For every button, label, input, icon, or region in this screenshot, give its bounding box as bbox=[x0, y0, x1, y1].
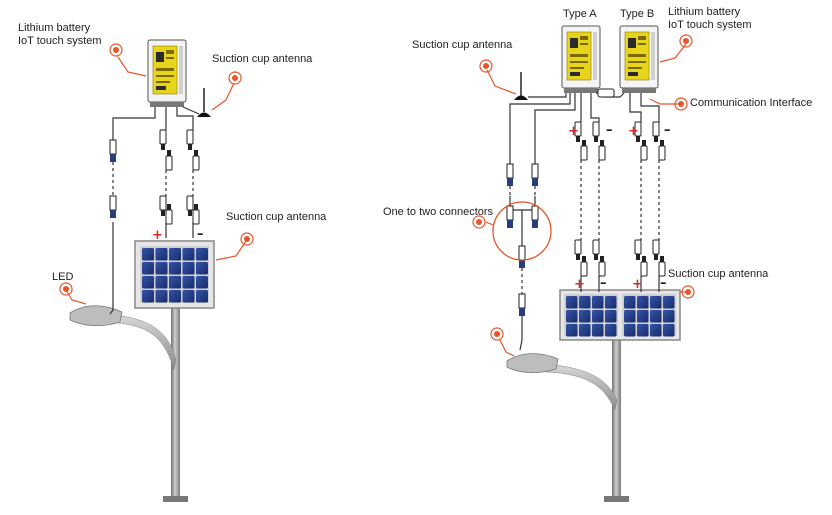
right-dashed-links bbox=[509, 160, 660, 294]
left-controller bbox=[147, 39, 187, 108]
communication-interface-plug bbox=[597, 88, 615, 98]
left-solar-cell bbox=[169, 262, 181, 275]
left-led-callout-icon bbox=[59, 282, 73, 296]
right-b-solar-cell bbox=[650, 310, 662, 323]
left-lithium-label-line2: IoT touch system bbox=[18, 35, 102, 47]
left-solar-cell bbox=[182, 290, 195, 303]
right-b-solar-cell bbox=[624, 310, 636, 323]
right-a-solar-cell bbox=[566, 310, 578, 323]
left-connectors bbox=[109, 129, 200, 225]
left-system bbox=[59, 39, 254, 502]
right-b-solar-cell bbox=[637, 324, 649, 337]
left-wiring bbox=[109, 107, 194, 315]
type-a-label: Type A bbox=[563, 8, 597, 20]
left-solar-cell bbox=[182, 276, 195, 289]
left-callouts bbox=[65, 56, 247, 305]
left-antenna-label: Suction cup antenna bbox=[212, 53, 313, 65]
right-callouts bbox=[486, 43, 688, 357]
right-led-callout-icon bbox=[490, 327, 504, 341]
left-solar-cell bbox=[182, 248, 195, 261]
left-solar-cell bbox=[142, 248, 154, 261]
left-solar-cell bbox=[196, 290, 208, 303]
right-a-solar-cell bbox=[566, 324, 578, 337]
right-a-solar-cell bbox=[566, 296, 578, 309]
right-lithium-callout-icon bbox=[679, 34, 693, 48]
right-b-solar-cell bbox=[663, 324, 675, 337]
type-a-controller bbox=[561, 25, 601, 94]
left-led-label: LED bbox=[52, 271, 74, 283]
left-solar-cell bbox=[196, 276, 208, 289]
led-lamp-head bbox=[69, 305, 123, 326]
left-solar-cell bbox=[155, 276, 168, 289]
right-plus-sign-top-b: + bbox=[628, 124, 639, 139]
left-solar-panel bbox=[134, 240, 215, 309]
right-a-solar-cell bbox=[605, 324, 617, 337]
left-antenna-callout-icon bbox=[228, 71, 242, 85]
type-b-label: Type B bbox=[620, 8, 655, 20]
left-antenna-icon bbox=[182, 88, 211, 117]
right-b-solar-cell bbox=[650, 324, 662, 337]
right-minus-sign-bottom-a: – bbox=[600, 276, 607, 291]
left-solar-cell bbox=[142, 262, 154, 275]
right-a-solar-cell bbox=[592, 310, 604, 323]
left-lithium-label-line1: Lithium battery bbox=[18, 22, 91, 34]
communication-interface-label: Communication Interface bbox=[690, 97, 813, 109]
type-b-controller bbox=[619, 25, 659, 94]
right-b-solar-cell bbox=[637, 310, 649, 323]
right-b-solar-cell bbox=[637, 296, 649, 309]
left-solar-cell bbox=[155, 262, 168, 275]
left-solar-cell bbox=[155, 248, 168, 261]
left-plus-sign: + bbox=[152, 228, 163, 243]
right-a-solar-cell bbox=[579, 310, 591, 323]
left-panel-label: Suction cup antenna bbox=[226, 211, 327, 223]
right-system bbox=[472, 25, 695, 502]
right-connectors bbox=[506, 88, 666, 317]
left-solar-cell bbox=[196, 262, 208, 275]
left-minus-sign: – bbox=[197, 227, 204, 242]
right-antenna-callout-icon bbox=[479, 59, 493, 73]
left-solar-cell bbox=[169, 290, 181, 303]
left-solar-cell bbox=[142, 276, 154, 289]
left-lithium-callout-icon bbox=[109, 43, 123, 57]
right-minus-sign-top-b: – bbox=[664, 123, 671, 138]
right-a-solar-cell bbox=[605, 296, 617, 309]
left-solar-cell bbox=[169, 276, 181, 289]
left-pole bbox=[69, 300, 188, 502]
right-solar-panels bbox=[559, 289, 681, 341]
right-minus-sign-top-a: – bbox=[606, 123, 613, 138]
right-plus-sign-bottom-b: + bbox=[632, 277, 643, 292]
right-panel-label: Suction cup antenna bbox=[668, 268, 769, 280]
right-lithium-label-line1: Lithium battery bbox=[668, 6, 741, 18]
left-solar-cell bbox=[169, 248, 181, 261]
right-plus-sign-top-a: + bbox=[568, 124, 579, 139]
right-b-solar-cell bbox=[650, 296, 662, 309]
right-minus-sign-bottom-b: – bbox=[660, 276, 667, 291]
right-b-solar-cell bbox=[624, 324, 636, 337]
right-a-solar-cell bbox=[592, 296, 604, 309]
right-wiring bbox=[509, 92, 660, 351]
right-a-solar-cell bbox=[579, 296, 591, 309]
right-pole bbox=[506, 330, 629, 502]
right-b-solar-cell bbox=[663, 296, 675, 309]
one-to-two-connector-highlight bbox=[492, 201, 552, 261]
right-lithium-label-line2: IoT touch system bbox=[668, 19, 752, 31]
right-a-solar-cell bbox=[592, 324, 604, 337]
right-a-solar-cell bbox=[605, 310, 617, 323]
right-antenna-label: Suction cup antenna bbox=[412, 39, 513, 51]
left-dashed-links bbox=[112, 162, 194, 196]
one-to-two-connectors-label: One to two connectors bbox=[383, 206, 494, 218]
right-a-solar-cell bbox=[579, 324, 591, 337]
right-antenna-icon bbox=[514, 72, 528, 100]
left-solar-cell bbox=[182, 262, 195, 275]
right-plus-sign-bottom-a: + bbox=[574, 277, 585, 292]
left-solar-cell bbox=[155, 290, 168, 303]
right-led-lamp-head bbox=[506, 353, 559, 373]
right-b-solar-cell bbox=[663, 310, 675, 323]
left-solar-cell bbox=[196, 248, 208, 261]
left-solar-cell bbox=[142, 290, 154, 303]
right-b-solar-cell bbox=[624, 296, 636, 309]
left-panel-callout-icon bbox=[240, 232, 254, 246]
